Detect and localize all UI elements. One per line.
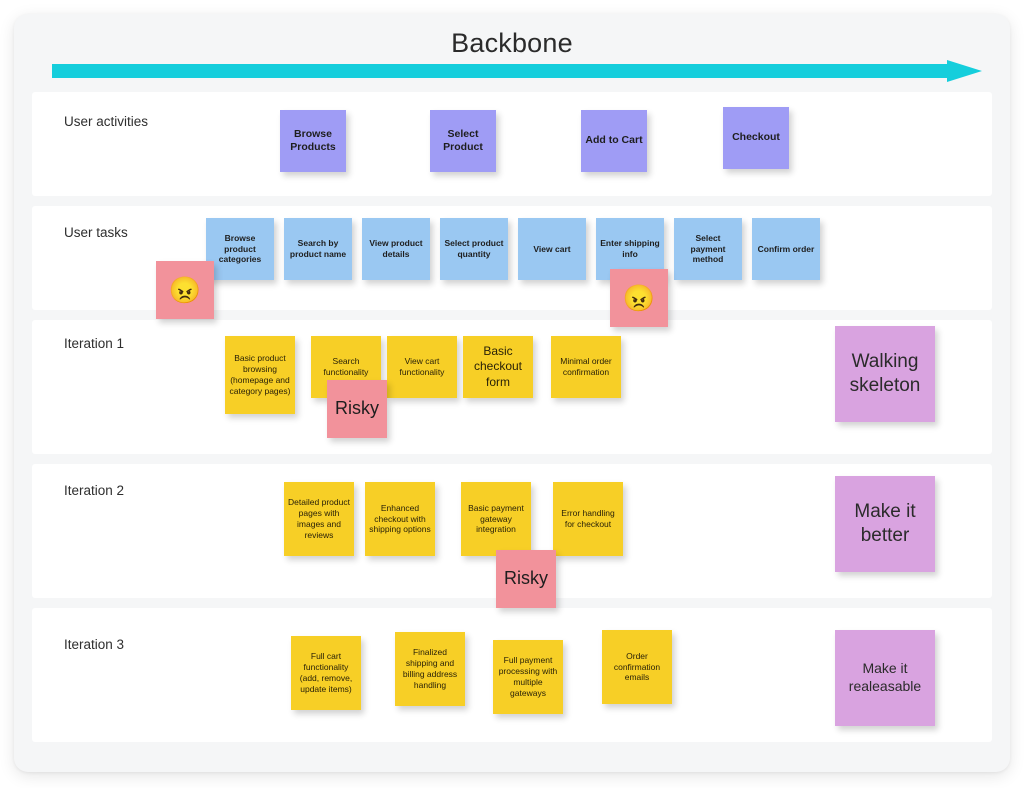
story-note[interactable]: View cart functionality	[387, 336, 457, 398]
pain-point-note[interactable]: 😠	[610, 269, 668, 327]
row-iteration-3: Iteration 3 Full cart functionality (add…	[32, 608, 992, 742]
row-label-user-activities: User activities	[64, 114, 149, 129]
risky-note[interactable]: Risky	[496, 550, 556, 608]
task-note[interactable]: Search by product name	[284, 218, 352, 280]
goal-note[interactable]: Make it better	[835, 476, 935, 572]
story-note[interactable]: Basic checkout form	[463, 336, 533, 398]
story-note[interactable]: Basic product browsing (homepage and cat…	[225, 336, 295, 414]
story-note[interactable]: Full cart functionality (add, remove, up…	[291, 636, 361, 710]
story-map-board: Backbone User activities Browse Products…	[14, 14, 1010, 772]
story-note[interactable]: Basic payment gateway integration	[461, 482, 531, 556]
story-note[interactable]: Finalized shipping and billing address h…	[395, 632, 465, 706]
story-note[interactable]: Minimal order confirmation	[551, 336, 621, 398]
task-note[interactable]: Browse product categories	[206, 218, 274, 280]
task-note[interactable]: Select payment method	[674, 218, 742, 280]
goal-note[interactable]: Walking skeleton	[835, 326, 935, 422]
story-note[interactable]: Full payment processing with multiple ga…	[493, 640, 563, 714]
backbone-header: Backbone	[14, 14, 1010, 88]
task-note[interactable]: Confirm order	[752, 218, 820, 280]
row-label-user-tasks: User tasks	[64, 225, 128, 240]
activity-note[interactable]: Add to Cart	[581, 110, 647, 172]
task-note[interactable]: Select product quantity	[440, 218, 508, 280]
goal-note[interactable]: Make it realeasable	[835, 630, 935, 726]
story-note[interactable]: Enhanced checkout with shipping options	[365, 482, 435, 556]
pain-point-note[interactable]: 😠	[156, 261, 214, 319]
story-note[interactable]: Error handling for checkout	[553, 482, 623, 556]
row-user-tasks: User tasks Browse product categories Sea…	[32, 206, 992, 327]
row-user-activities: User activities Browse Products Select P…	[32, 92, 992, 196]
risky-note[interactable]: Risky	[327, 380, 387, 438]
activity-note[interactable]: Browse Products	[280, 110, 346, 172]
angry-face-icon: 😠	[168, 275, 202, 305]
story-note[interactable]: Order confirmation emails	[602, 630, 672, 704]
activity-note[interactable]: Select Product	[430, 110, 496, 172]
row-iteration-1: Iteration 1 Basic product browsing (home…	[32, 320, 992, 454]
row-label-iteration-2: Iteration 2	[64, 483, 125, 498]
story-note[interactable]: Detailed product pages with images and r…	[284, 482, 354, 556]
row-label-iteration-3: Iteration 3	[64, 637, 125, 652]
activity-note[interactable]: Checkout	[723, 107, 789, 169]
backbone-arrow-icon	[52, 60, 982, 82]
task-note[interactable]: View cart	[518, 218, 586, 280]
row-label-iteration-1: Iteration 1	[64, 336, 125, 351]
row-iteration-2: Iteration 2 Detailed product pages with …	[32, 464, 992, 608]
page-title: Backbone	[451, 28, 573, 58]
angry-face-icon: 😠	[622, 283, 656, 313]
task-note[interactable]: View product details	[362, 218, 430, 280]
